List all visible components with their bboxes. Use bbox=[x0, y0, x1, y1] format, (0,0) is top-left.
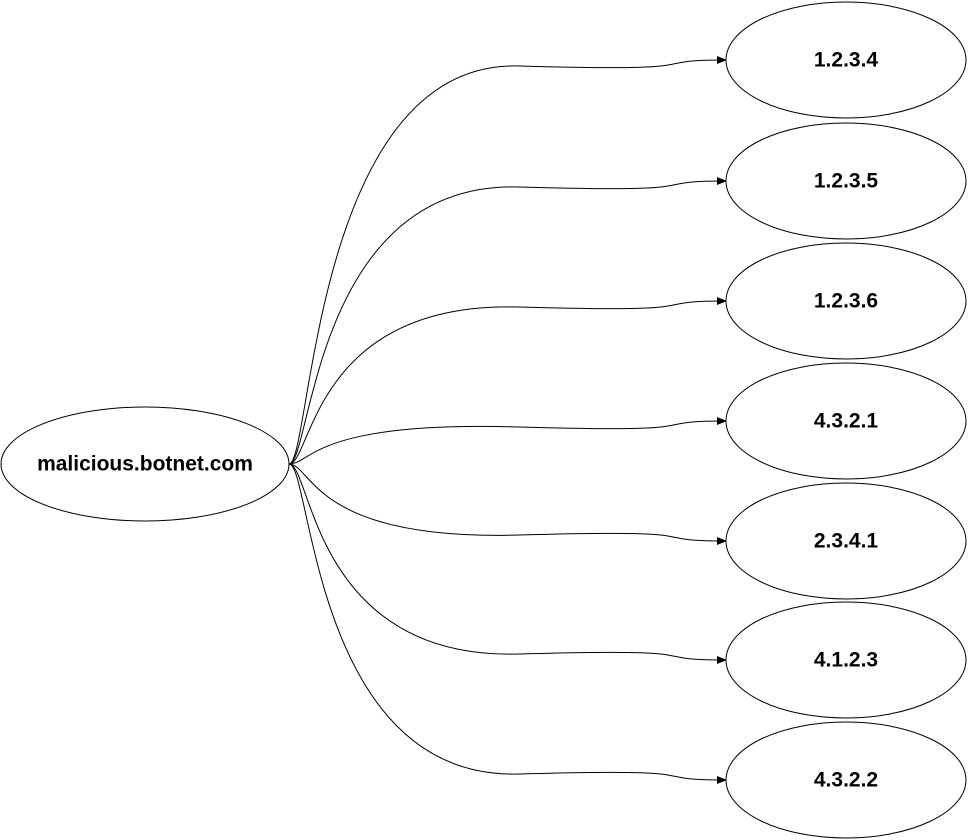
target-node[interactable]: 2.3.4.1 bbox=[725, 482, 967, 600]
target-node[interactable]: 4.3.2.2 bbox=[725, 721, 967, 839]
edge-arrow bbox=[288, 297, 727, 465]
edge-arrow bbox=[288, 463, 727, 784]
source-node[interactable]: malicious.botnet.com bbox=[0, 406, 290, 522]
target-node-label: 4.1.2.3 bbox=[814, 649, 878, 672]
edge-arrow bbox=[288, 177, 727, 465]
target-node-label: 1.2.3.4 bbox=[814, 49, 879, 72]
source-node-label: malicious.botnet.com bbox=[37, 453, 253, 476]
target-node-label: 1.2.3.5 bbox=[814, 170, 879, 193]
target-node-ellipse bbox=[725, 1, 967, 119]
target-node-label: 1.2.3.6 bbox=[814, 290, 878, 313]
source-node-ellipse bbox=[0, 406, 290, 522]
target-node-ellipse bbox=[725, 122, 967, 240]
edge-arrow bbox=[288, 56, 727, 465]
target-node-ellipse bbox=[725, 482, 967, 600]
target-node-ellipse bbox=[725, 721, 967, 839]
target-node[interactable]: 1.2.3.6 bbox=[725, 242, 967, 360]
edge-arrow bbox=[288, 463, 727, 664]
edges-layer bbox=[288, 56, 727, 784]
target-node-ellipse bbox=[725, 601, 967, 719]
edge-arrow bbox=[288, 463, 727, 545]
target-node[interactable]: 4.1.2.3 bbox=[725, 601, 967, 719]
target-node[interactable]: 1.2.3.5 bbox=[725, 122, 967, 240]
target-nodes: 1.2.3.4 1.2.3.5 1.2.3.6 4.3.2.1 2.3.4.1 … bbox=[725, 1, 967, 839]
target-node[interactable]: 1.2.3.4 bbox=[725, 1, 967, 119]
target-node-label: 4.3.2.1 bbox=[814, 410, 879, 433]
target-node-label: 2.3.4.1 bbox=[814, 530, 879, 553]
target-node[interactable]: 4.3.2.1 bbox=[725, 362, 967, 480]
target-node-ellipse bbox=[725, 362, 967, 480]
target-node-label: 4.3.2.2 bbox=[814, 769, 878, 792]
edge-arrow bbox=[288, 417, 727, 465]
target-node-ellipse bbox=[725, 242, 967, 360]
